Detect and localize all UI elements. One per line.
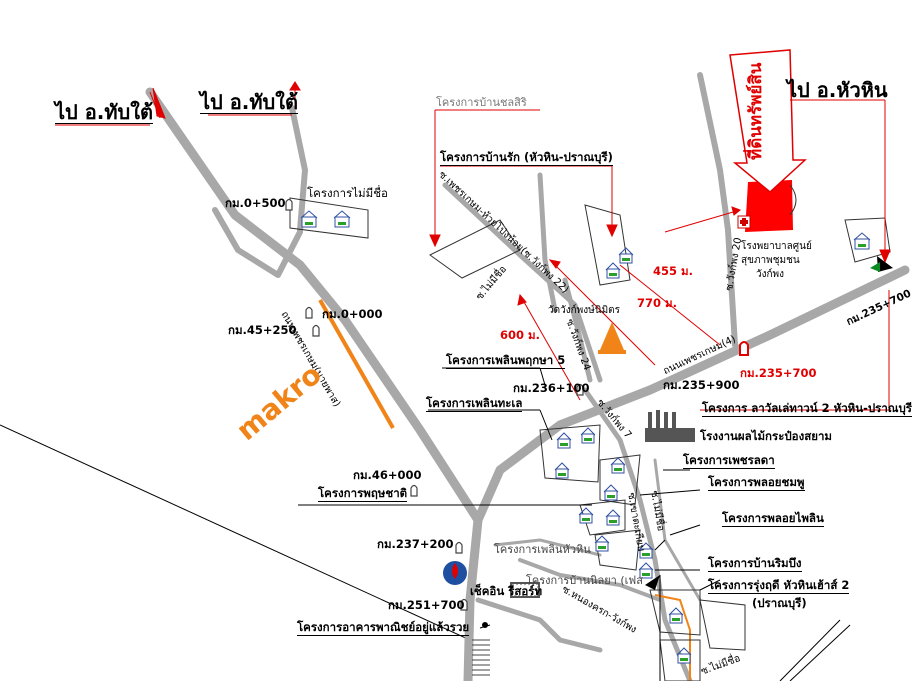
label-chon-siri: โครงการบ้านชลสิริ [436, 96, 527, 109]
parcel-rim-bueng [649, 589, 701, 636]
km-marker-icon [460, 598, 468, 611]
label-km: กม.236+100 [513, 381, 590, 395]
label-resort: เช็คอิน รีสอร์ท [470, 584, 543, 598]
label-phruksa-chat: โครงการพฤษชาติ [318, 486, 408, 502]
house-icon [594, 535, 610, 552]
label-unnamed-project: โครงการไม่มีชื่อ [307, 186, 388, 200]
parcel-lavalette-top [844, 217, 891, 263]
km-marker-icon [455, 541, 463, 554]
parcel-bottom [659, 639, 701, 681]
label-ploy-phloen: โครงการพลอยไพลิน [722, 511, 824, 527]
house-icon [638, 562, 654, 579]
label-km: กม.237+200 [377, 537, 454, 551]
label-lavalette: โครงการ ลาวัลเล่ทาวน์ 2 หัวหิน-ปราณบุรี [702, 401, 912, 417]
label-wat: วัดวังก์พงษ์นิมิตร [548, 305, 621, 316]
land-pointer-arrow [729, 49, 807, 193]
parcel-phloen-hh [594, 529, 641, 571]
label-distance: 770 ม. [637, 296, 677, 310]
parcel-unnamed [289, 197, 369, 239]
house-icon [638, 542, 654, 559]
label-distance: 455 ม. [653, 264, 693, 278]
house-icon [603, 484, 619, 501]
building-icon [472, 639, 490, 676]
house-icon [605, 509, 621, 526]
road-network [145, 72, 910, 681]
label-km: กม.251+700 [388, 598, 465, 612]
label-to-hua-hin: ไป อ.หัวหิน [787, 78, 888, 102]
thin-boundary-line [0, 424, 471, 641]
house-icon [333, 210, 351, 228]
label-distance: 600 ม. [500, 328, 540, 342]
label-km: กม.0+000 [322, 307, 383, 321]
hospital-icon [737, 215, 751, 229]
label-to-thap-tai: ไป อ.ทับใต้ [200, 90, 298, 114]
temple-icon [598, 322, 626, 354]
label-km: กม.235+900 [663, 378, 740, 392]
house-icon [300, 210, 318, 228]
phetkasem-bypass-road [145, 87, 483, 681]
label-baan-niya: โครงการบ้านนิลยา (เฟส [526, 574, 643, 587]
parcel-phet-lada [599, 454, 641, 506]
soi-no-name [537, 172, 558, 313]
label-baan-rak: โครงการบ้านรัก (หัวหิน-ปราณบุรี) [440, 150, 613, 166]
label-to-thap-tai: ไป อ.ทับใต้ [55, 100, 153, 124]
house-icon [853, 232, 871, 250]
road-connector [212, 207, 303, 278]
km-marker-icon [285, 198, 293, 211]
km-marker-icon [305, 306, 313, 319]
resort-icon [510, 582, 540, 598]
soi-wangpong-7 [582, 387, 693, 681]
phetkasem-4-road [473, 265, 910, 525]
label-phloen-hua-hin: โครงการเพลินหัวหิน [494, 543, 591, 556]
house-icon [556, 432, 572, 449]
label-hospital: โรงพยาบาลศูนย์ [741, 241, 812, 252]
road-thap-tai-2 [289, 105, 308, 233]
gas-station-icon [443, 561, 467, 585]
parcel-ploy [579, 499, 626, 536]
parcel-chon-siri [429, 219, 521, 279]
house-icons [300, 210, 871, 664]
label-commercial: โครงการอาคารพาณิชย์อยู่แล้วรวย [297, 620, 470, 636]
house-icon [676, 647, 692, 664]
house-icon [580, 427, 596, 444]
house-icon [578, 507, 594, 524]
km-marker-icons [285, 198, 584, 611]
km-marker-icon [410, 484, 418, 497]
soi-wangpong-20 [697, 72, 738, 348]
label-rungruedi: โครงการรุ่งฤดี หัวหินเฮ้าส์ 2 [708, 578, 850, 594]
house-icon [618, 247, 634, 264]
north-arrow-icon [877, 256, 893, 272]
label-hospital: วังก์พง [756, 269, 785, 280]
factory-icon [645, 410, 695, 442]
label-rungruedi-2: (ปราณบุรี) [752, 596, 807, 610]
label-phloen-phruksa: โครงการเพลินพฤกษา 5 [446, 353, 566, 369]
label-km: กม.46+000 [353, 468, 422, 482]
house-icon [605, 262, 621, 279]
km-marker-icon [576, 383, 584, 396]
label-km: กม.235+700 [740, 366, 817, 380]
label-hospital: สุขภาพชุมชน [741, 255, 800, 266]
label-land: ที่ดินทรัพย์สิน [746, 62, 766, 160]
label-ploy-chomphu: โครงการพลอยชมพู [708, 475, 805, 491]
label-km: กม.0+500 [225, 196, 286, 210]
label-km: กม.45+250 [228, 323, 297, 337]
house-icon [610, 457, 626, 474]
parcel-baan-rak [584, 204, 631, 286]
label-phet-lada: โครงการเพชรลดา [683, 453, 775, 469]
parcel-phloen-thale [539, 424, 601, 483]
red-arrow-1 [152, 87, 166, 119]
land-parcel [745, 180, 793, 232]
label-pineapple-factory: โรงงานผลไม้กระป๋องสยาม [700, 429, 832, 443]
km-marker-icon [312, 324, 320, 337]
parcel-rungruedi [699, 599, 746, 651]
soi-wangpong-24 [562, 277, 593, 383]
house-icon [554, 462, 570, 479]
orange-road [318, 299, 395, 429]
km-marker-icon [739, 341, 749, 356]
house-icon [668, 607, 684, 624]
label-phloen-thale: โครงการเพลินทะเล [426, 396, 523, 412]
label-baan-rim-bueng: โครงการบ้านริมบึง [708, 556, 802, 572]
